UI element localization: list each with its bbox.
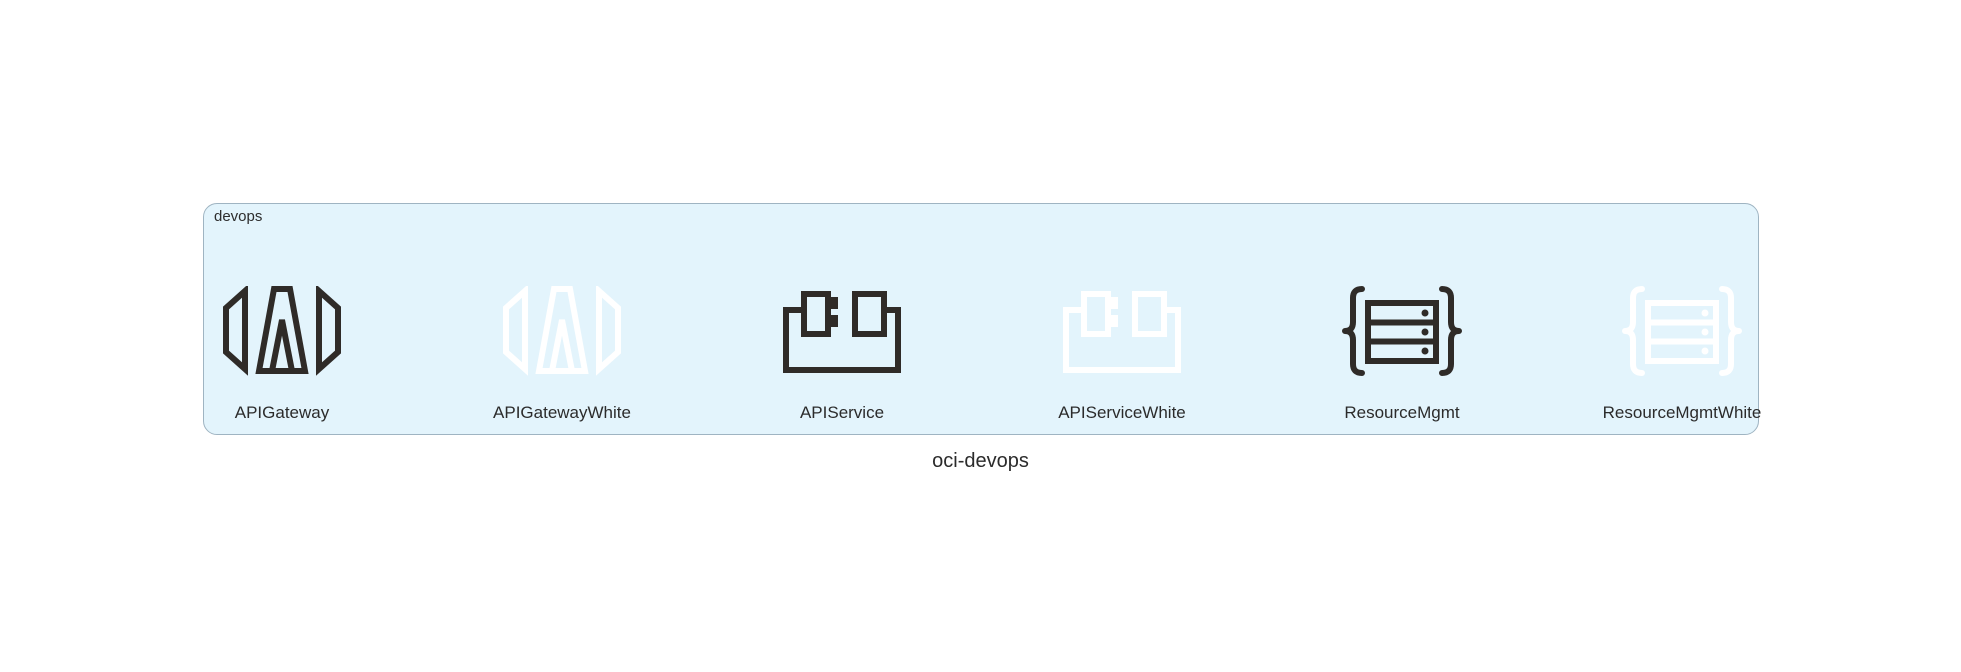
resource-mgmt-icon [1342,286,1462,376]
node-label: APIService [799,403,885,422]
cluster-label: devops [214,208,263,225]
resource-mgmt-white-icon [1622,286,1742,376]
node-api-service-white[interactable]: APIServiceWhite [1012,286,1232,436]
node-resource-mgmt-white[interactable]: ResourceMgmtWhite [1572,286,1792,436]
graph-title: oci-devops [932,450,1029,472]
api-service-icon [782,286,902,376]
node-api-gateway[interactable]: APIGateway [172,286,392,436]
api-service-white-icon [1062,286,1182,376]
node-api-service[interactable]: APIService [732,286,952,436]
node-label: ResourceMgmt [1344,403,1460,422]
node-label: APIServiceWhite [1058,403,1186,422]
api-gateway-icon [222,286,342,376]
node-label: ResourceMgmtWhite [1602,403,1762,422]
node-api-gateway-white[interactable]: APIGatewayWhite [452,286,672,436]
node-label: APIGateway [234,403,330,422]
api-gateway-white-icon [502,286,622,376]
devops-cluster: devops APIGateway [203,203,1761,436]
node-label: APIGatewayWhite [493,403,631,422]
node-resource-mgmt[interactable]: ResourceMgmt [1292,286,1512,436]
